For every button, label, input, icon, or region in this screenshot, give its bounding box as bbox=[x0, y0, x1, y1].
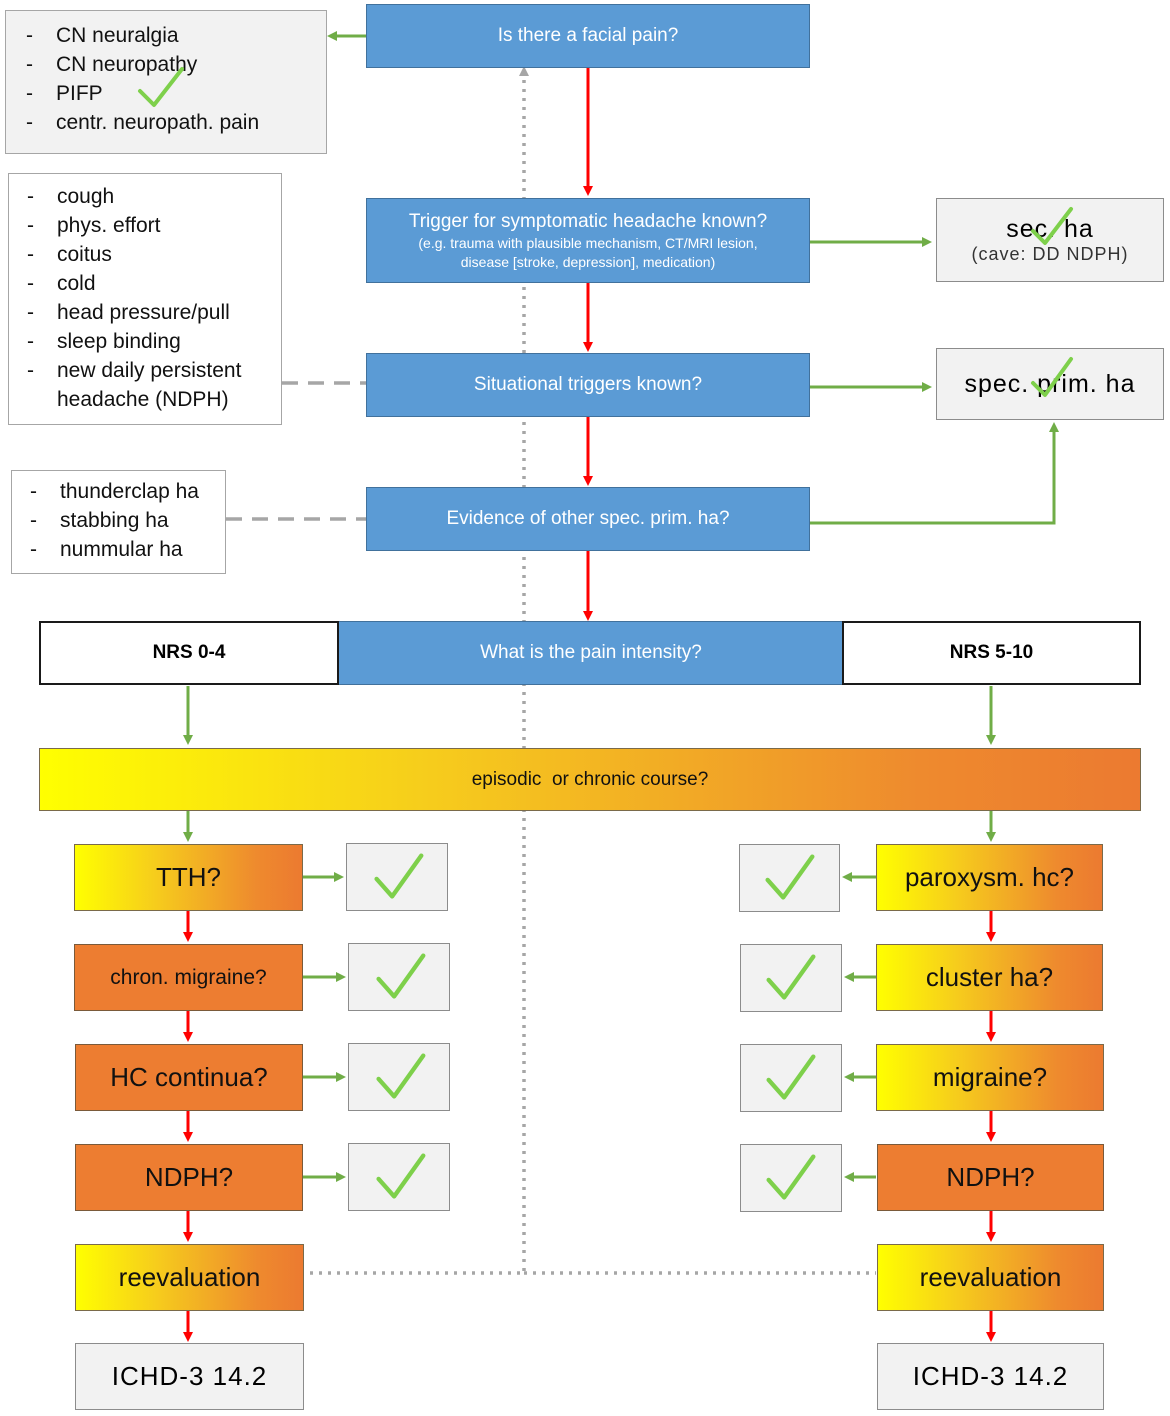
ndph-right-node: NDPH? bbox=[877, 1144, 1104, 1211]
nrs-low-box: NRS 0-4 bbox=[39, 621, 339, 685]
list-item: -nummular ha bbox=[30, 538, 183, 561]
sec-ha-outcome: sec. ha (cave: DD NDPH) bbox=[936, 198, 1164, 282]
check-box-paroxysm bbox=[739, 844, 840, 912]
list-item: -CN neuralgia bbox=[26, 24, 179, 47]
facial-pain-list: -CN neuralgia -CN neuropathy -PIFP -cent… bbox=[5, 10, 327, 154]
check-box-ndph-left bbox=[348, 1143, 450, 1211]
check-box-chron-migraine bbox=[348, 943, 450, 1011]
check-icon bbox=[376, 1053, 426, 1099]
ichd-right-box: ICHD-3 14.2 bbox=[877, 1343, 1104, 1410]
trigger-question: Trigger for symptomatic headache known? … bbox=[366, 198, 810, 283]
migraine-node: migraine? bbox=[876, 1044, 1104, 1111]
check-icon bbox=[766, 1154, 816, 1200]
paroxysm-hc-node: paroxysm. hc? bbox=[876, 844, 1103, 911]
check-icon bbox=[765, 854, 815, 900]
list-item: -cold bbox=[27, 272, 96, 295]
check-box-migraine bbox=[740, 1044, 842, 1112]
spec-prim-ha-outcome: spec. prim. ha bbox=[936, 348, 1164, 420]
check-icon bbox=[376, 953, 426, 999]
hc-continua-node: HC continua? bbox=[75, 1044, 303, 1111]
list-item: -new daily persistent bbox=[27, 359, 242, 382]
list-item: headache (NDPH) bbox=[57, 388, 229, 411]
reevaluation-right-node: reevaluation bbox=[877, 1244, 1104, 1311]
yes-arrow-other bbox=[810, 422, 1059, 525]
situational-question: Situational triggers known? bbox=[366, 353, 810, 417]
list-item: -thunderclap ha bbox=[30, 480, 199, 503]
cluster-ha-node: cluster ha? bbox=[876, 944, 1103, 1011]
list-item: -coitus bbox=[27, 243, 112, 266]
list-item: -CN neuropathy bbox=[26, 53, 198, 76]
check-icon bbox=[374, 853, 424, 899]
list-item: -cough bbox=[27, 185, 115, 208]
check-icon bbox=[766, 1054, 816, 1100]
reevaluation-left-node: reevaluation bbox=[75, 1244, 304, 1311]
list-item: -stabbing ha bbox=[30, 509, 169, 532]
chron-migraine-node: chron. migraine? bbox=[74, 944, 303, 1011]
check-box-tth bbox=[346, 843, 448, 911]
list-item: -sleep binding bbox=[27, 330, 181, 353]
course-question: episodic or chronic course? bbox=[39, 748, 1141, 811]
list-item: -phys. effort bbox=[27, 214, 161, 237]
other-spec-question: Evidence of other spec. prim. ha? bbox=[366, 487, 810, 551]
other-spec-list: -thunderclap ha -stabbing ha -nummular h… bbox=[11, 470, 226, 574]
pain-intensity-question: What is the pain intensity? bbox=[338, 621, 844, 685]
check-box-cluster bbox=[740, 944, 842, 1012]
check-icon bbox=[1031, 207, 1073, 245]
tth-node: TTH? bbox=[74, 844, 303, 911]
check-icon bbox=[138, 67, 184, 107]
check-icon bbox=[376, 1153, 426, 1199]
list-item: -head pressure/pull bbox=[27, 301, 230, 324]
nrs-high-box: NRS 5-10 bbox=[842, 621, 1141, 685]
list-item: -PIFP bbox=[26, 82, 103, 105]
check-box-ndph-right bbox=[740, 1144, 842, 1212]
ndph-left-node: NDPH? bbox=[75, 1144, 303, 1211]
situational-list: -cough -phys. effort -coitus -cold -head… bbox=[8, 173, 282, 425]
check-icon bbox=[766, 954, 816, 1000]
check-box-hc-continua bbox=[348, 1043, 450, 1111]
ichd-left-box: ICHD-3 14.2 bbox=[75, 1343, 304, 1410]
list-item: -centr. neuropath. pain bbox=[26, 111, 260, 134]
facial-pain-question: Is there a facial pain? bbox=[366, 4, 810, 68]
check-icon bbox=[1031, 357, 1073, 397]
